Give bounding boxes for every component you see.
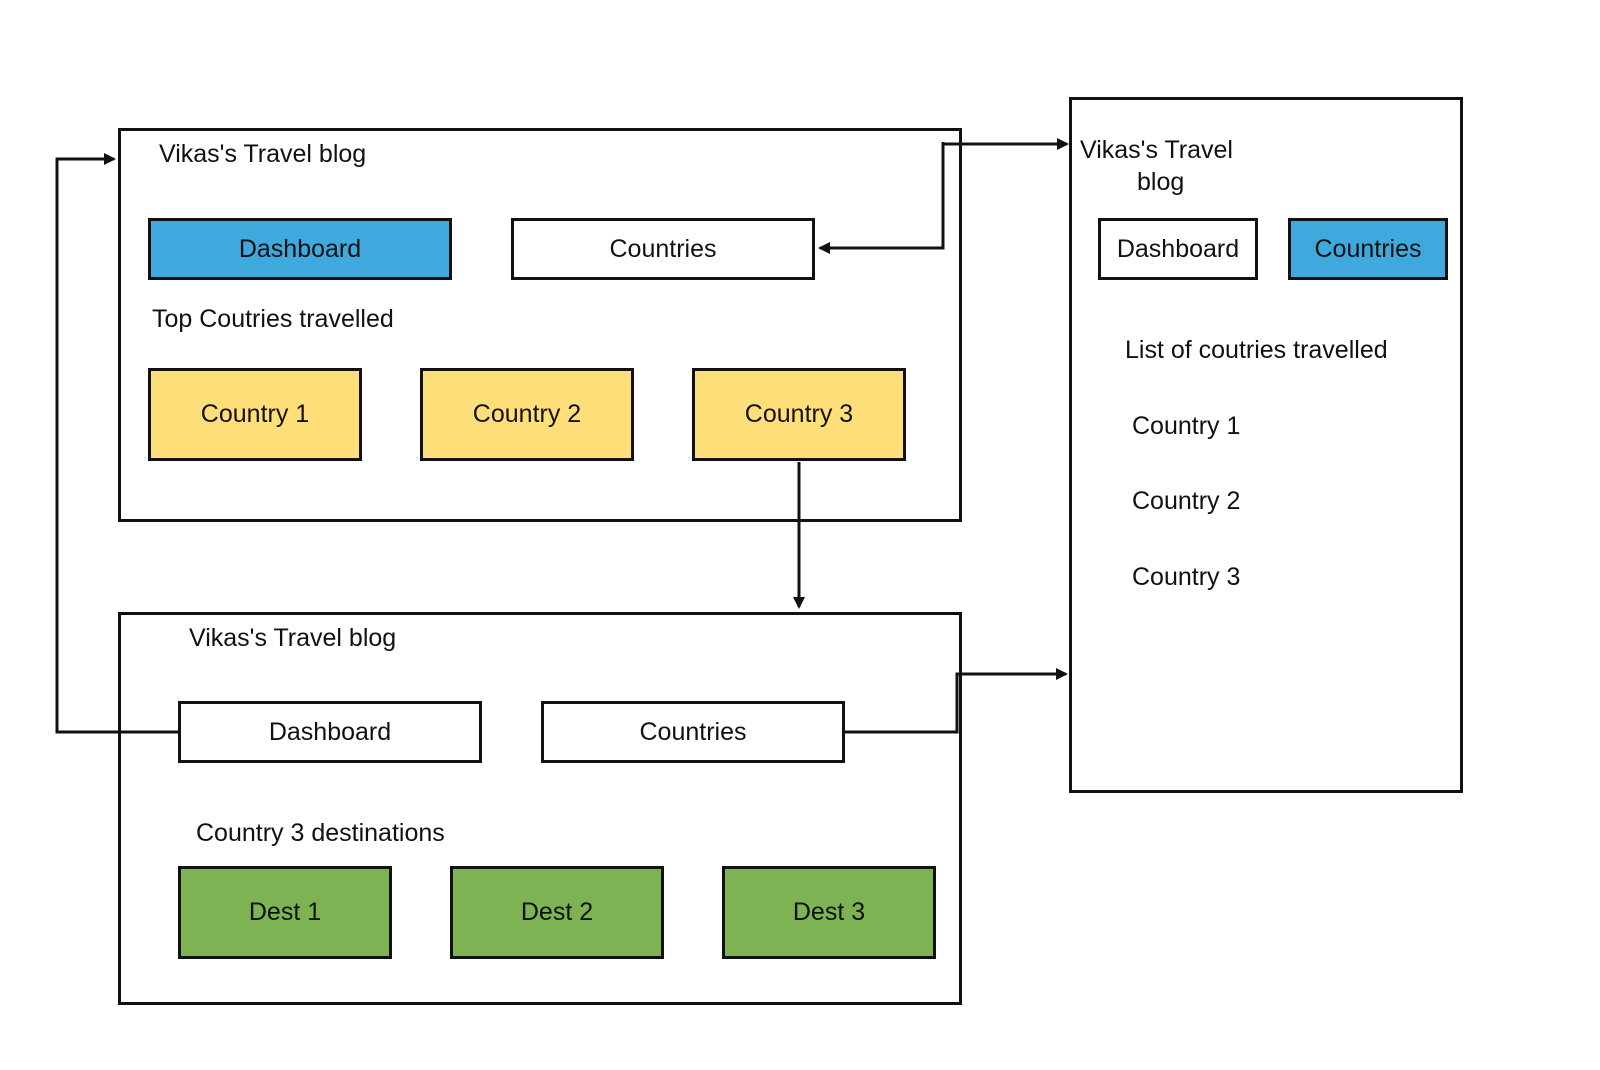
- dashboard-screen-title: Vikas's Travel blog: [159, 140, 367, 168]
- arrow-detail-dashboard-to-dashboard: [55, 153, 178, 734]
- arrow-detail-countries-to-countries-screen: [845, 668, 1068, 734]
- country-card-2[interactable]: Country 2: [420, 368, 634, 461]
- country-destinations-heading: Country 3 destinations: [196, 819, 445, 847]
- countries-list-item-3[interactable]: Country 3: [1132, 563, 1241, 591]
- countries-tab[interactable]: Countries: [511, 218, 815, 280]
- dashboard-tab-active[interactable]: Dashboard: [148, 218, 452, 280]
- arrow-countries-tab-to-countries-screen: [818, 142, 945, 254]
- country-card-3[interactable]: Country 3: [692, 368, 906, 461]
- countries-tab-active[interactable]: Countries: [1288, 218, 1448, 280]
- destination-card-2[interactable]: Dest 2: [450, 866, 664, 959]
- countries-screen: [1069, 97, 1463, 793]
- country-card-1[interactable]: Country 1: [148, 368, 362, 461]
- destination-card-1[interactable]: Dest 1: [178, 866, 392, 959]
- detail-countries-tab[interactable]: Countries: [541, 701, 845, 763]
- country-detail-screen-title: Vikas's Travel blog: [189, 624, 397, 652]
- countries-list-heading: List of coutries travelled: [1125, 336, 1388, 364]
- destination-card-3[interactable]: Dest 3: [722, 866, 936, 959]
- countries-list-item-1[interactable]: Country 1: [1132, 412, 1241, 440]
- top-countries-heading: Top Coutries travelled: [152, 305, 394, 333]
- dashboard-tab[interactable]: Dashboard: [1098, 218, 1258, 280]
- countries-screen-title-line1: Vikas's Travel: [1080, 136, 1233, 164]
- countries-screen-title-line2: blog: [1137, 168, 1185, 196]
- countries-list-item-2[interactable]: Country 2: [1132, 487, 1241, 515]
- detail-dashboard-tab[interactable]: Dashboard: [178, 701, 482, 763]
